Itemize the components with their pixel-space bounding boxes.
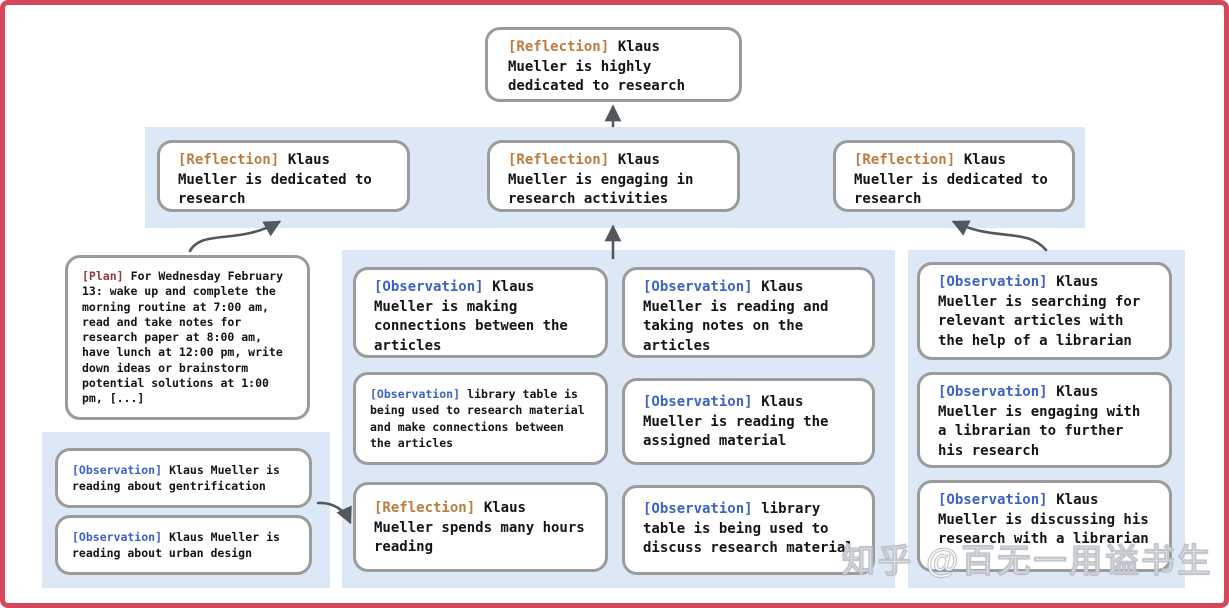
node-obs-library-discuss: [Observation]library table is being used…: [622, 485, 875, 575]
observation-tag: [Observation]: [938, 274, 1048, 290]
node-text: Klaus Mueller is making connections betw…: [374, 279, 568, 354]
reflection-tag: [Reflection]: [854, 152, 956, 168]
node-text: Klaus Mueller is reading about urban des…: [72, 529, 280, 560]
observation-tag: [Observation]: [370, 386, 461, 401]
node-plan: [Plan]For Wednesday February 13: wake up…: [65, 255, 310, 420]
node-obs-taking-notes: [Observation]Klaus Mueller is reading an…: [622, 267, 875, 358]
node-reflection-right: [Reflection]Klaus Mueller is dedicated t…: [833, 140, 1075, 212]
node-text: For Wednesday February 13: wake up and c…: [82, 269, 283, 406]
node-text: Klaus Mueller is searching for relevant …: [938, 274, 1141, 349]
observation-tag: [Observation]: [374, 279, 484, 295]
node-text: library table is being used to research …: [370, 386, 585, 450]
observation-tag: [Observation]: [72, 462, 163, 477]
reflection-tag: [Reflection]: [374, 500, 476, 516]
node-text: Klaus Mueller is dedicated to research: [854, 152, 1048, 208]
node-obs-urban-design: [Observation]Klaus Mueller is reading ab…: [55, 515, 312, 575]
arrow-right-band-to-right-reflection: [951, 220, 1048, 252]
observation-tag: [Observation]: [938, 492, 1048, 508]
node-text: Klaus Mueller is reading and taking note…: [643, 279, 829, 354]
node-reflection-center: [Reflection]Klaus Mueller is engaging in…: [487, 140, 740, 212]
node-text: library table is being used to discuss r…: [643, 501, 854, 557]
node-text: Klaus Mueller is dedicated to research: [178, 152, 372, 208]
node-obs-library-research: [Observation]library table is being used…: [353, 372, 608, 465]
plan-tag: [Plan]: [82, 269, 124, 283]
observation-tag: [Observation]: [72, 529, 163, 544]
observation-tag: [Observation]: [643, 279, 753, 295]
node-text: Klaus Mueller is reading the assigned ma…: [643, 394, 829, 450]
node-text: Klaus Mueller is engaging with a librari…: [938, 384, 1141, 459]
reflection-tag: [Reflection]: [178, 152, 280, 168]
node-obs-engaging: [Observation]Klaus Mueller is engaging w…: [917, 372, 1172, 468]
node-reflection-root: [Reflection]Klaus Mueller is highly dedi…: [485, 27, 742, 102]
node-obs-assigned: [Observation]Klaus Mueller is reading th…: [622, 378, 875, 465]
node-reflection-hours: [Reflection]Klaus Mueller spends many ho…: [353, 482, 608, 572]
reflection-tag: [Reflection]: [508, 152, 610, 168]
node-text: Klaus Mueller is highly dedicated to res…: [508, 39, 686, 95]
node-obs-connections: [Observation]Klaus Mueller is making con…: [353, 267, 608, 358]
node-text: Klaus Mueller is reading about gentrific…: [72, 462, 280, 493]
node-text: Klaus Mueller spends many hours reading: [374, 500, 585, 556]
node-obs-discussing: [Observation]Klaus Mueller is discussing…: [917, 480, 1172, 572]
node-reflection-left: [Reflection]Klaus Mueller is dedicated t…: [157, 140, 410, 212]
observation-tag: [Observation]: [643, 394, 753, 410]
arrow-left-observations-to-hours-reflection: [316, 501, 352, 525]
observation-tag: [Observation]: [643, 501, 753, 517]
node-text: Klaus Mueller is engaging in research ac…: [508, 152, 694, 208]
node-text: Klaus Mueller is discussing his research…: [938, 492, 1149, 548]
node-obs-gentrification: [Observation]Klaus Mueller is reading ab…: [55, 448, 312, 508]
node-obs-searching: [Observation]Klaus Mueller is searching …: [917, 262, 1172, 360]
reflection-tag: [Reflection]: [508, 39, 610, 55]
observation-tag: [Observation]: [938, 384, 1048, 400]
arrow-plan-to-left-reflection: [188, 220, 282, 253]
